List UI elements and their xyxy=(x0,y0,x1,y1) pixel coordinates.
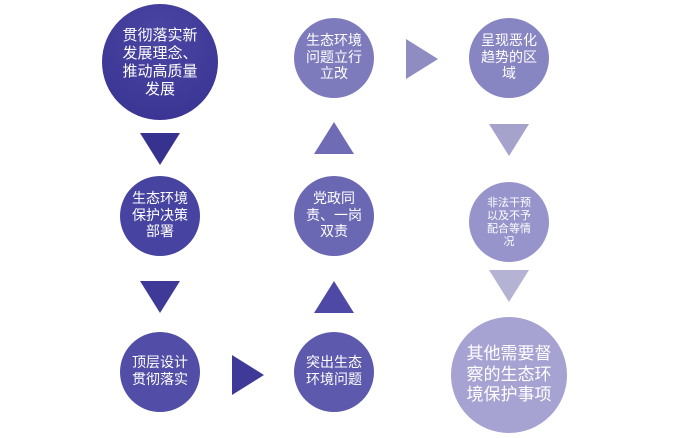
arrow-down-icon xyxy=(140,133,180,165)
arrow-down-icon xyxy=(489,270,529,302)
node-label: 呈现恶化趋势的区域 xyxy=(481,32,537,83)
node-circle-4: 生态环境保护决策部署 xyxy=(120,176,200,256)
arrow-up-icon xyxy=(314,122,354,154)
node-label: 非法干预以及不予配合等情况 xyxy=(487,195,531,249)
node-circle-7: 顶层设计贯彻落实 xyxy=(120,332,200,412)
arrow-right-icon xyxy=(232,355,264,395)
node-circle-9: 其他需要督察的生态环境保护事项 xyxy=(451,317,567,433)
node-label: 突出生态环境问题 xyxy=(306,355,362,388)
arrow-down-icon xyxy=(489,124,529,156)
node-label: 顶层设计贯彻落实 xyxy=(132,355,188,388)
node-label: 生态环境问题立行立改 xyxy=(306,32,362,83)
arrow-right-icon xyxy=(406,39,438,79)
node-circle-3: 呈现恶化趋势的区域 xyxy=(469,18,549,98)
node-circle-5: 党政同责、一岗双责 xyxy=(294,176,374,256)
node-circle-2: 生态环境问题立行立改 xyxy=(294,18,374,98)
node-label: 其他需要督察的生态环境保护事项 xyxy=(466,344,552,406)
node-label: 生态环境保护决策部署 xyxy=(132,190,188,241)
node-label: 党政同责、一岗双责 xyxy=(306,190,362,241)
node-circle-6: 非法干预以及不予配合等情况 xyxy=(469,182,549,262)
arrow-down-icon xyxy=(140,281,180,313)
arrow-up-icon xyxy=(314,281,354,313)
node-label: 贯彻落实新发展理念、推动高质量发展 xyxy=(122,26,198,98)
node-circle-1: 贯彻落实新发展理念、推动高质量发展 xyxy=(102,4,218,120)
node-circle-8: 突出生态环境问题 xyxy=(294,332,374,412)
